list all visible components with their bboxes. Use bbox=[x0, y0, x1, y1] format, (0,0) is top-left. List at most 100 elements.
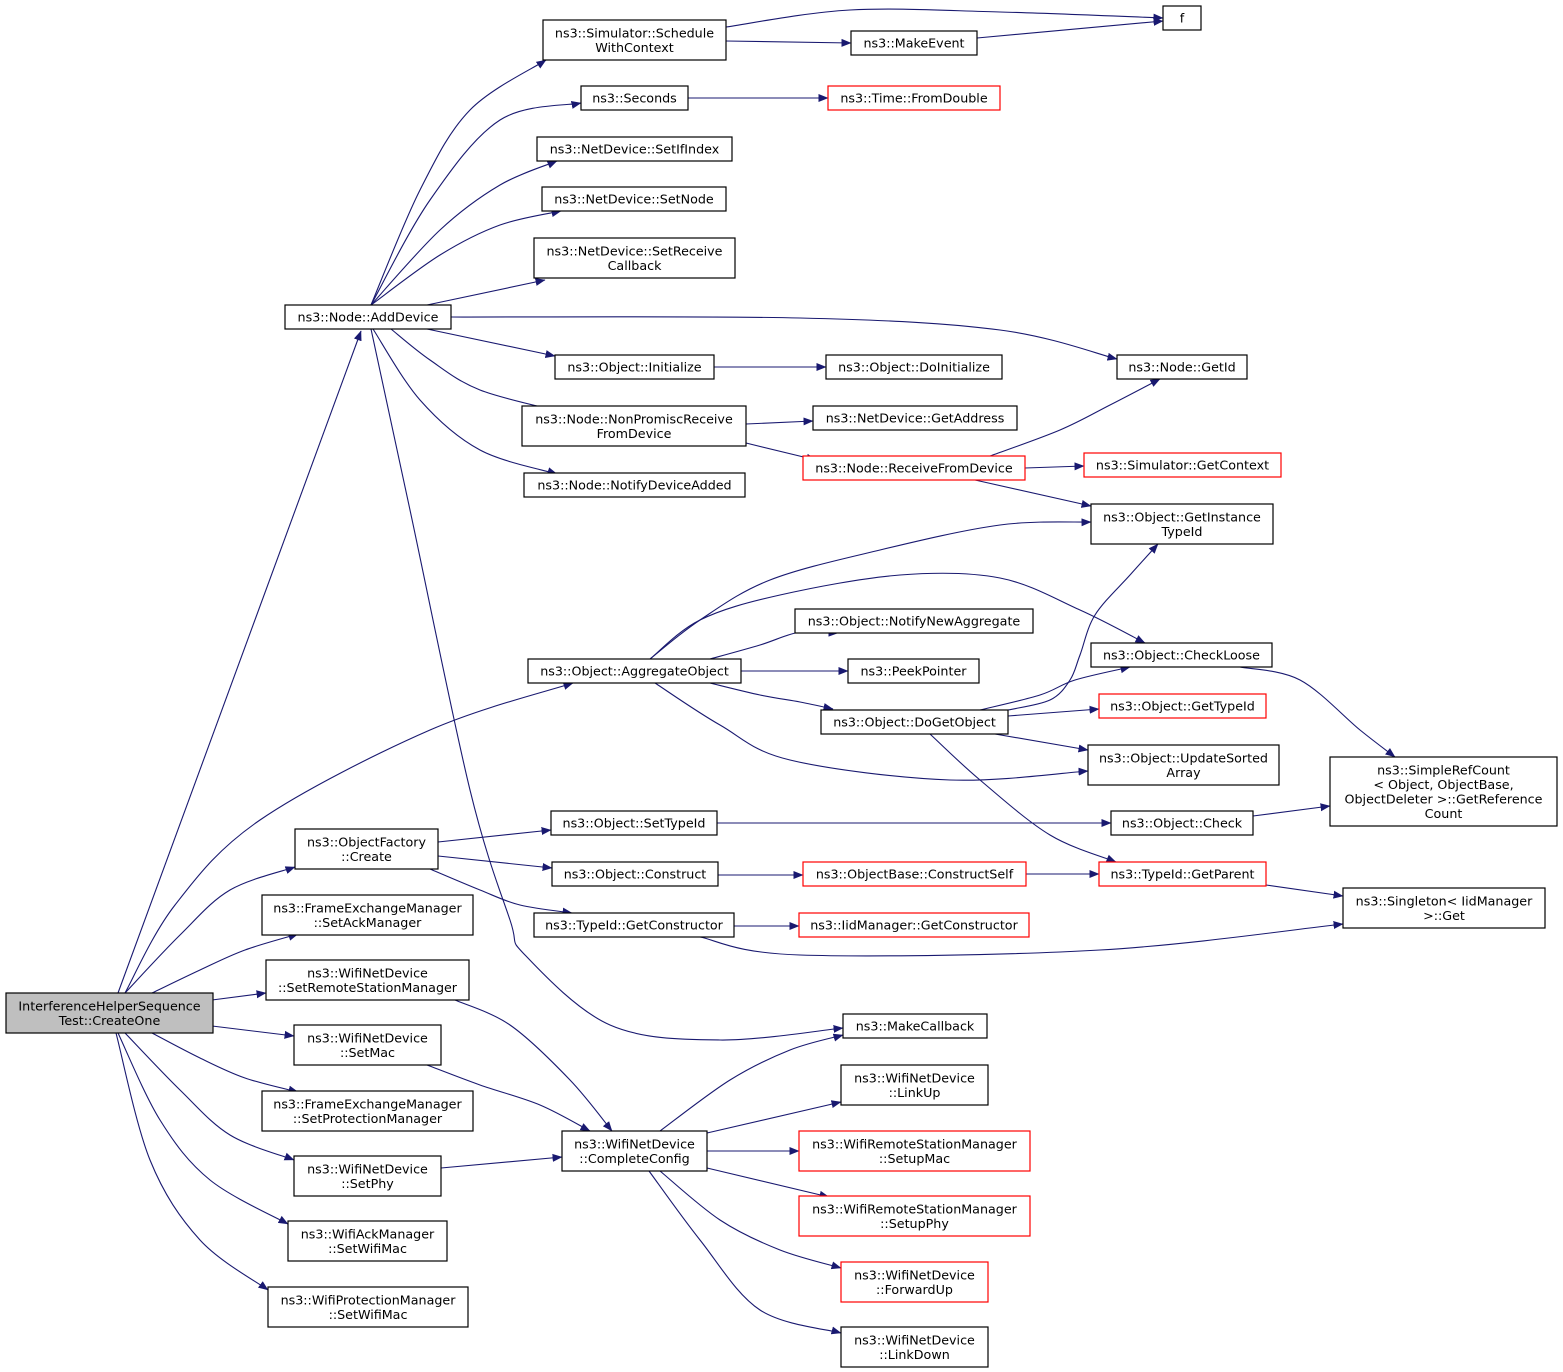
edge-line bbox=[976, 17, 1164, 39]
node-dogetobject[interactable]: ns3::Object::DoGetObject bbox=[820, 709, 1009, 735]
call-edge-aggregate-to-updatesorted bbox=[654, 682, 1089, 781]
node-simplerefcount[interactable]: ns3::SimpleRefCount< Object, ObjectBase,… bbox=[1329, 756, 1558, 827]
node-doinitialize[interactable]: ns3::Object::DoInitialize bbox=[825, 354, 1003, 380]
node-label-line: FromDevice bbox=[597, 426, 672, 441]
node-setremote[interactable]: ns3::WifiNetDevice::SetRemoteStationMana… bbox=[265, 959, 470, 1001]
node-makeevent[interactable]: ns3::MakeEvent bbox=[850, 30, 978, 56]
node-singleton[interactable]: ns3::Singleton< IidManager>::Get bbox=[1342, 887, 1546, 929]
node-receivefrom[interactable]: ns3::Node::ReceiveFromDevice bbox=[802, 455, 1026, 481]
edge-line bbox=[370, 59, 547, 306]
call-edge-root-to-setremote bbox=[211, 990, 267, 1001]
node-setphy[interactable]: ns3::WifiNetDevice::SetPhy bbox=[293, 1155, 442, 1197]
node-notifydevice[interactable]: ns3::Node::NotifyDeviceAdded bbox=[523, 472, 746, 498]
node-ackwifimac[interactable]: ns3::WifiAckManager::SetWifiMac bbox=[287, 1220, 448, 1262]
edge-line bbox=[709, 628, 839, 660]
node-forwardup[interactable]: ns3::WifiNetDevice::ForwardUp bbox=[840, 1261, 989, 1303]
node-box bbox=[1087, 744, 1280, 786]
node-check[interactable]: ns3::Object::Check bbox=[1110, 810, 1254, 836]
node-checkloose[interactable]: ns3::Object::CheckLoose bbox=[1090, 642, 1273, 668]
node-setupphy[interactable]: ns3::WifiRemoteStationManager::SetupPhy bbox=[798, 1195, 1031, 1237]
node-protwifimac[interactable]: ns3::WifiProtectionManager::SetWifiMac bbox=[267, 1286, 469, 1328]
call-edge-aggregate-to-checkloose bbox=[649, 572, 1146, 660]
call-edge-adddevice-to-notifydevice bbox=[372, 328, 558, 475]
node-label-line: ns3::MakeEvent bbox=[863, 36, 964, 51]
node-setmac[interactable]: ns3::WifiNetDevice::SetMac bbox=[293, 1024, 442, 1066]
call-edge-setmac-to-completeconfig bbox=[426, 1064, 591, 1132]
node-box bbox=[794, 608, 1034, 634]
node-box bbox=[840, 1064, 989, 1106]
call-edge-adddevice-to-getid bbox=[450, 316, 1118, 361]
node-box bbox=[825, 354, 1003, 380]
edge-line bbox=[659, 1033, 844, 1132]
call-edge-receivefrom-to-getinstance bbox=[974, 479, 1092, 508]
node-completeconfig[interactable]: ns3::WifiNetDevice::CompleteConfig bbox=[561, 1130, 708, 1172]
node-getconstructor[interactable]: ns3::TypeId::GetConstructor bbox=[533, 912, 735, 938]
call-edge-setphy-to-completeconfig bbox=[440, 1153, 563, 1169]
node-label-line: ns3::TypeId::GetConstructor bbox=[545, 918, 724, 933]
node-label-line: ns3::WifiRemoteStationManager bbox=[812, 1201, 1018, 1216]
node-notifynew[interactable]: ns3::Object::NotifyNewAggregate bbox=[794, 608, 1034, 634]
node-initialize[interactable]: ns3::Object::Initialize bbox=[554, 354, 715, 380]
node-box bbox=[1098, 861, 1267, 887]
call-edge-completeconfig-to-linkdown bbox=[648, 1170, 842, 1335]
node-setupmac[interactable]: ns3::WifiRemoteStationManager::SetupMac bbox=[798, 1130, 1031, 1172]
edge-line bbox=[1239, 666, 1396, 758]
edge-line bbox=[1265, 884, 1344, 899]
edge-line bbox=[725, 8, 1164, 28]
node-box bbox=[542, 19, 727, 61]
call-edge-root-to-objfactory bbox=[124, 866, 296, 994]
node-box bbox=[1116, 354, 1248, 380]
node-getcontext[interactable]: ns3::Simulator::GetContext bbox=[1083, 452, 1282, 478]
node-getid[interactable]: ns3::Node::GetId bbox=[1116, 354, 1248, 380]
node-label-line: ::CompleteConfig bbox=[579, 1151, 689, 1166]
node-label-line: ns3::NetDevice::GetAddress bbox=[826, 411, 1005, 426]
node-label-line: ns3::Object::GetTypeId bbox=[1110, 699, 1255, 714]
node-linkdown[interactable]: ns3::WifiNetDevice::LinkDown bbox=[840, 1326, 989, 1368]
node-linkup[interactable]: ns3::WifiNetDevice::LinkUp bbox=[840, 1064, 989, 1106]
edge-line bbox=[426, 328, 556, 358]
node-adddevice[interactable]: ns3::Node::AddDevice bbox=[284, 304, 452, 330]
edge-line bbox=[124, 682, 574, 994]
node-label-line: ns3::PeekPointer bbox=[861, 664, 968, 679]
call-edge-adddevice-to-seconds bbox=[370, 101, 582, 306]
node-gettypeid[interactable]: ns3::Object::GetTypeId bbox=[1098, 693, 1267, 719]
node-f[interactable]: f bbox=[1162, 5, 1202, 31]
node-box bbox=[293, 1024, 442, 1066]
edge-line bbox=[989, 378, 1161, 457]
edge-line bbox=[745, 417, 814, 426]
node-makecallback[interactable]: ns3::MakeCallback bbox=[842, 1013, 988, 1039]
node-label-line: ns3::TypeId::GetParent bbox=[1111, 867, 1255, 882]
node-seconds[interactable]: ns3::Seconds bbox=[580, 85, 689, 111]
call-edge-adddevice-to-setnode bbox=[370, 209, 562, 306]
call-edge-nonpromisc-to-getaddress bbox=[745, 417, 814, 426]
node-iidgetconstructor[interactable]: ns3::IidManager::GetConstructor bbox=[798, 912, 1030, 938]
node-setifindex[interactable]: ns3::NetDevice::SetIfIndex bbox=[536, 136, 733, 162]
node-constructself[interactable]: ns3::ObjectBase::ConstructSelf bbox=[802, 861, 1027, 887]
node-box bbox=[798, 1130, 1031, 1172]
node-box bbox=[521, 405, 747, 447]
node-fem_prot[interactable]: ns3::FrameExchangeManager::SetProtection… bbox=[261, 1090, 474, 1132]
node-getaddress[interactable]: ns3::NetDevice::GetAddress bbox=[812, 405, 1018, 431]
node-getparent[interactable]: ns3::TypeId::GetParent bbox=[1098, 861, 1267, 887]
node-fem_ack[interactable]: ns3::FrameExchangeManager::SetAckManager bbox=[261, 894, 474, 936]
node-peekpointer[interactable]: ns3::PeekPointer bbox=[847, 658, 980, 684]
node-settypeid[interactable]: ns3::Object::SetTypeId bbox=[550, 810, 718, 836]
node-box bbox=[842, 1013, 988, 1039]
call-edge-aggregate-to-notifynew bbox=[709, 628, 839, 660]
call-edge-dogetobject-to-getinstance bbox=[1007, 543, 1159, 711]
node-setnode[interactable]: ns3::NetDevice::SetNode bbox=[541, 186, 727, 212]
call-edge-objfactory-to-settypeid bbox=[437, 827, 552, 843]
node-fromdouble[interactable]: ns3::Time::FromDouble bbox=[827, 85, 1001, 111]
node-aggregate[interactable]: ns3::Object::AggregateObject bbox=[527, 658, 742, 684]
call-edge-root-to-ackwifimac bbox=[117, 1032, 289, 1225]
node-construct[interactable]: ns3::Object::Construct bbox=[551, 861, 719, 887]
node-box bbox=[840, 1261, 989, 1303]
call-edge-getparent-to-singleton bbox=[1265, 884, 1344, 899]
node-objfactory[interactable]: ns3::ObjectFactory::Create bbox=[294, 828, 439, 870]
node-label-line: ns3::NetDevice::SetReceive bbox=[547, 243, 723, 258]
